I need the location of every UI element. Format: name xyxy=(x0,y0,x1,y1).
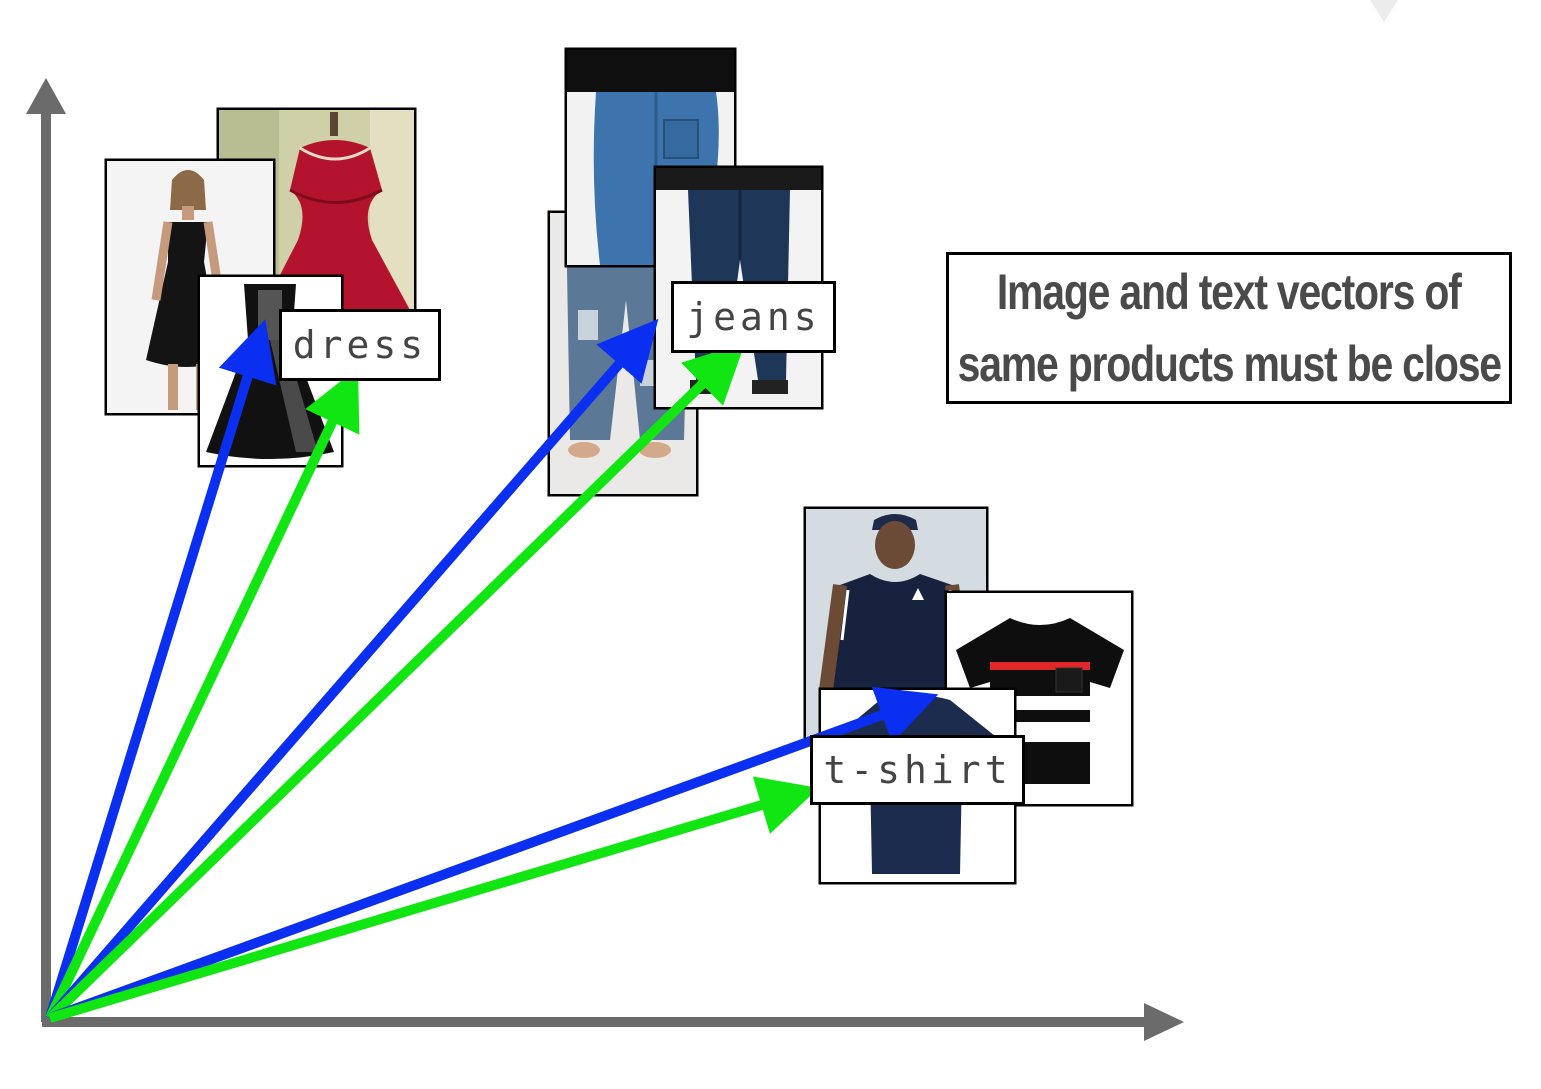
image-vector-dress xyxy=(45,319,277,1020)
text-vector-dress xyxy=(45,367,360,1021)
text-label-dress: dress xyxy=(279,309,441,381)
tshirt-image-group xyxy=(803,506,1134,885)
vectors xyxy=(45,318,939,1023)
image-vector-tshirt xyxy=(48,686,939,1023)
dress-image-group xyxy=(104,107,417,468)
text-label-jeans: jeans xyxy=(671,281,836,353)
caption-line-1: Image and text vectors of xyxy=(997,264,1462,320)
text-vector-jeans xyxy=(46,342,746,1022)
image-vector-jeans xyxy=(46,318,659,1022)
text-vector-tshirt xyxy=(48,776,819,1023)
caption-line-2: same products must be close xyxy=(957,336,1501,392)
jeans-image-group xyxy=(547,47,824,497)
caption-box: Image and text vectors of same products … xyxy=(946,252,1512,404)
corner-triangle-icon xyxy=(1370,0,1398,22)
text-label-tshirt: t-shirt xyxy=(810,735,1025,805)
x-axis-arrowhead-icon xyxy=(1144,1003,1184,1041)
y-axis-arrowhead-icon xyxy=(26,78,66,114)
axes xyxy=(26,78,1184,1041)
